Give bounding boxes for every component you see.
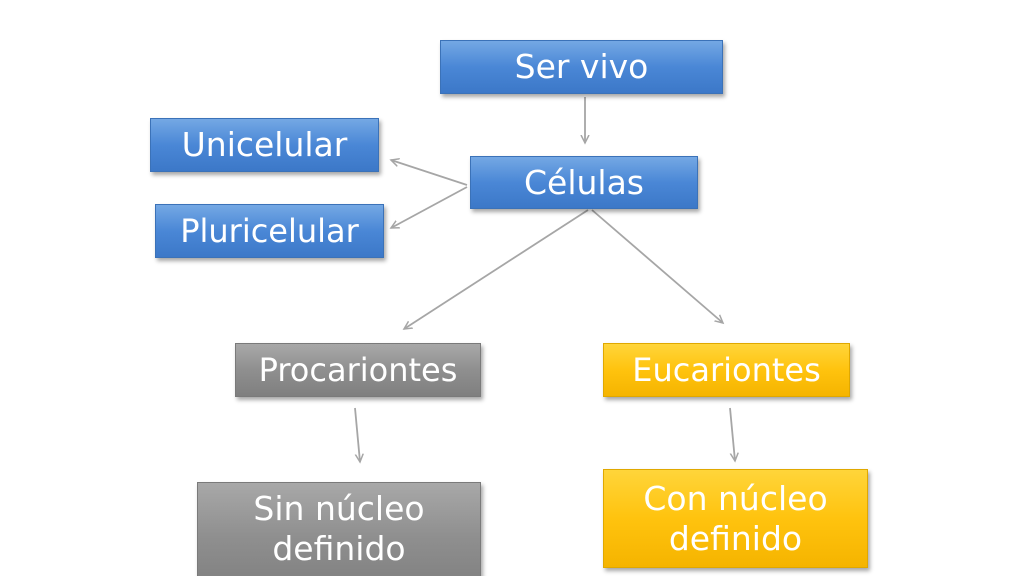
node-eucariontes: Eucariontes xyxy=(603,343,850,397)
arrow-celulas-to-pluricelular xyxy=(391,186,468,228)
node-celulas-label: Células xyxy=(523,162,644,202)
node-ser-vivo-label: Ser vivo xyxy=(514,47,649,87)
arrow-celulas-to-eucariontes xyxy=(591,209,723,323)
arrow-procariontes-to-sin-nucleo xyxy=(354,407,360,462)
node-sin-nucleo-line-2: definido xyxy=(272,528,406,568)
arrow-eucariontes-to-con-nucleo xyxy=(729,407,735,461)
node-con-nucleo-line-2: definido xyxy=(668,518,803,558)
node-ser-vivo: Ser vivo xyxy=(440,40,723,94)
node-procariontes: Procariontes xyxy=(235,343,481,397)
node-con-nucleo-definido: Con núcleo definido xyxy=(603,469,868,568)
arrow-celulas-to-procariontes xyxy=(404,209,589,329)
node-sin-nucleo-line-1: Sin núcleo xyxy=(253,489,425,528)
node-sin-nucleo-definido: Sin núcleo definido xyxy=(197,482,481,576)
node-eucariontes-label: Eucariontes xyxy=(632,350,821,389)
node-con-nucleo-line-1: Con núcleo xyxy=(643,478,828,518)
node-celulas: Células xyxy=(470,156,698,209)
node-unicelular-label: Unicelular xyxy=(181,125,348,165)
node-pluricelular-label: Pluricelular xyxy=(180,211,359,250)
node-procariontes-label: Procariontes xyxy=(258,350,458,389)
node-pluricelular: Pluricelular xyxy=(155,204,384,258)
arrow-celulas-to-unicelular xyxy=(391,160,468,186)
node-unicelular: Unicelular xyxy=(150,118,379,172)
